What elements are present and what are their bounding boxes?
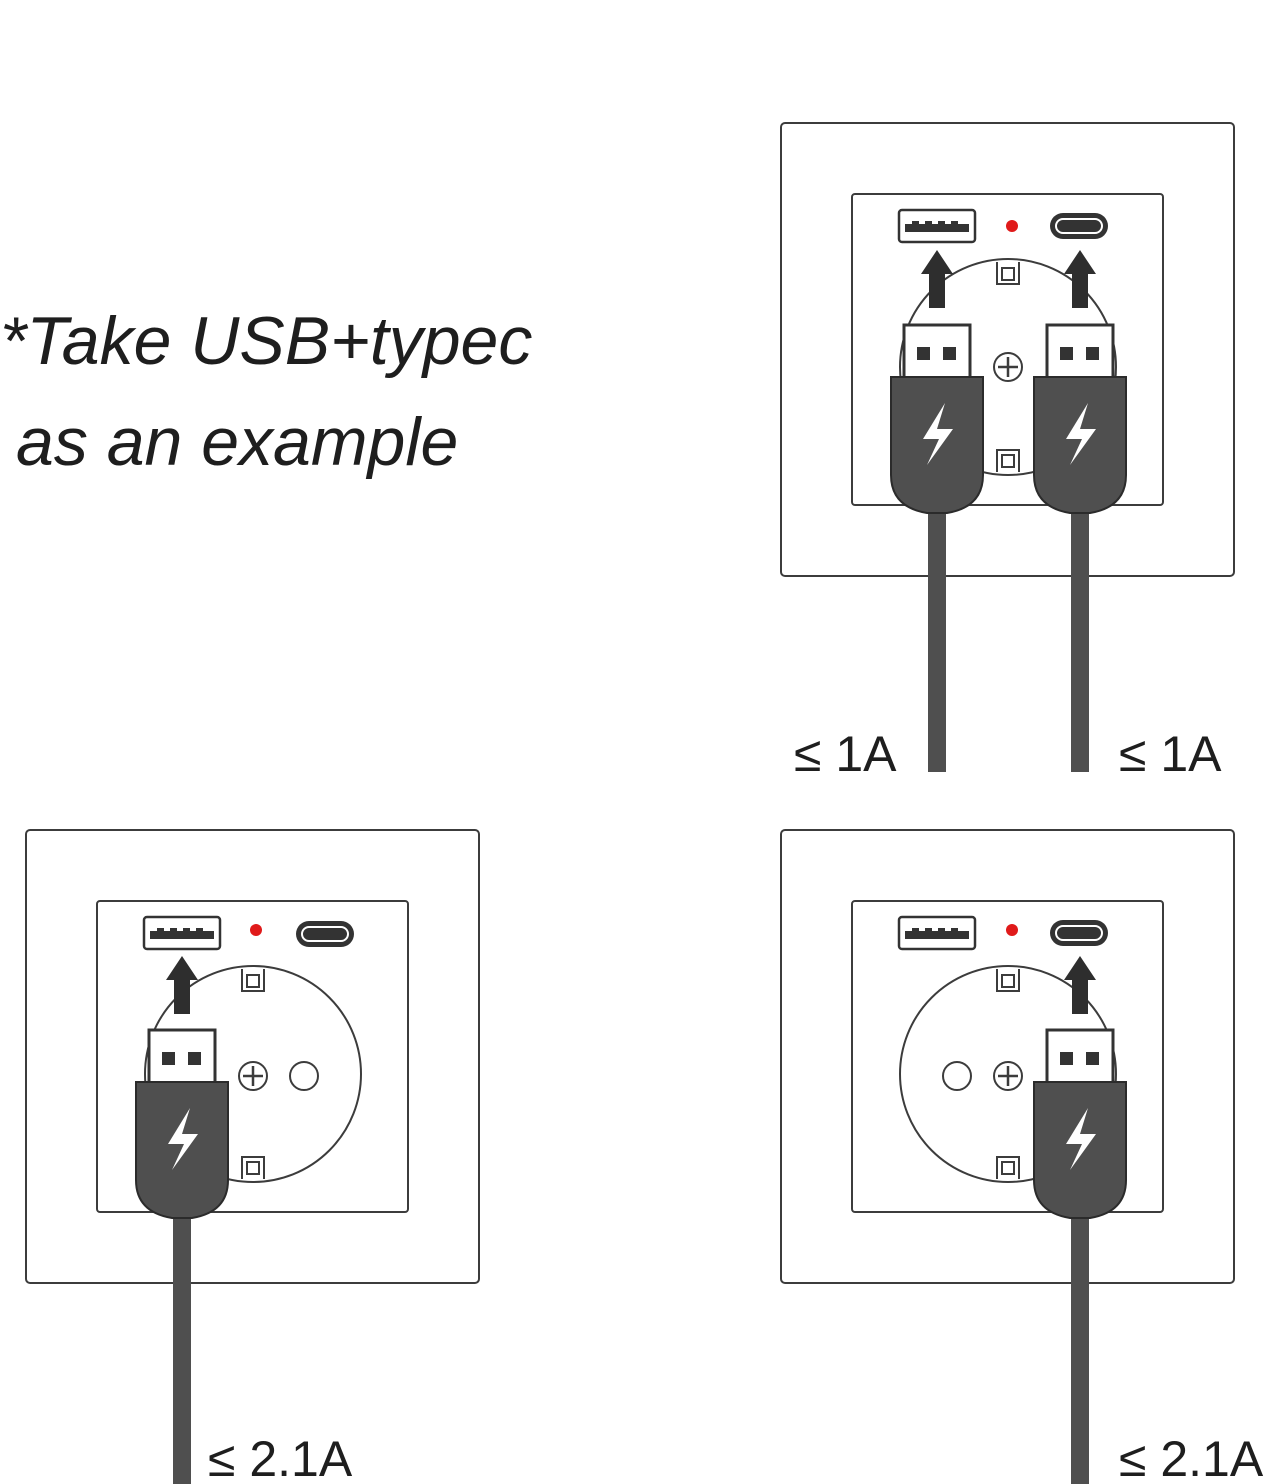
current-limit-label: ≤ 1A [1119,726,1222,782]
led-indicator [1006,220,1018,232]
current-limit-label: ≤ 2.1A [208,1431,353,1484]
led-indicator [1006,924,1018,936]
current-limit-label: ≤ 2.1A [1119,1431,1264,1484]
usb-plug-icon [1032,1028,1128,1220]
led-indicator [250,924,262,936]
usb-a-port-icon [897,915,977,951]
screw-icon [238,1061,268,1091]
usb-plug-icon [1032,323,1128,515]
pin-hole [289,1061,319,1091]
socket-top-right [780,122,1235,772]
usb-c-port-icon [1050,920,1108,946]
cable [1071,490,1089,772]
cable [1071,1195,1089,1484]
usb-a-port-icon [897,208,977,244]
caption-line-2: as an example [16,404,458,480]
usb-a-port-icon [142,915,222,951]
current-limit-label: ≤ 1A [794,726,897,782]
screw-icon [993,1061,1023,1091]
cable [928,490,946,772]
socket-bottom-left [25,829,480,1484]
usb-c-port-icon [296,921,354,947]
usb-plug-icon [889,323,985,515]
usb-c-port-icon [1050,213,1108,239]
caption-line-1: *Take USB+typec [0,303,532,379]
socket-bottom-right [780,829,1235,1484]
pin-hole [942,1061,972,1091]
usb-plug-icon [134,1028,230,1220]
screw-icon [993,352,1023,382]
cable [173,1195,191,1484]
